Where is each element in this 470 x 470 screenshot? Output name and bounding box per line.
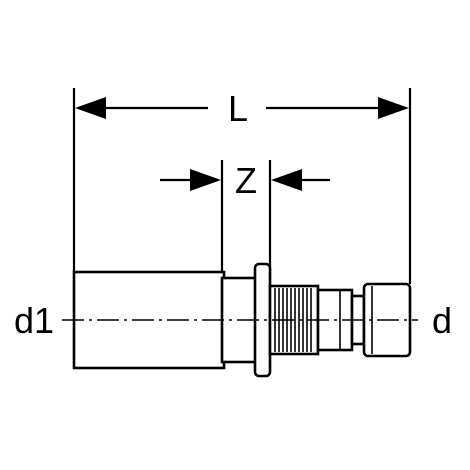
label-z: Z [235,160,257,201]
arrowhead-z-right [271,169,302,191]
arrowhead-l-right [378,97,409,119]
label-d: d [432,300,452,341]
dimension-l: L [75,88,409,129]
dimension-z: Z [160,160,330,201]
arrowhead-l-left [75,97,106,119]
label-d1: d1 [14,300,54,341]
arrowhead-z-left [190,169,221,191]
label-l: L [228,88,248,129]
